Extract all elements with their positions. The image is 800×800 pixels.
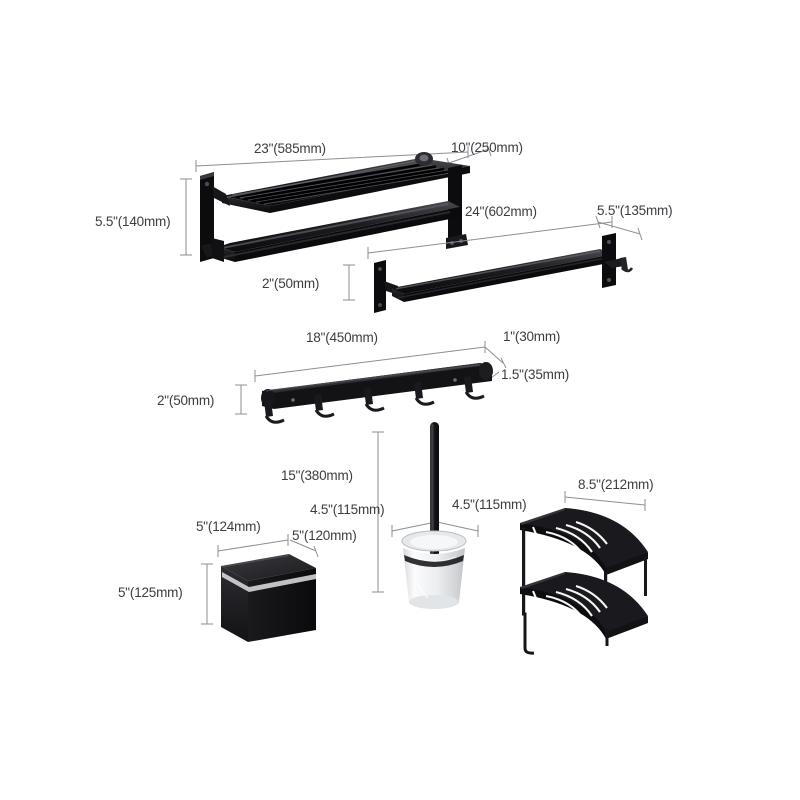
dimension-rail-hook: 1.5"(35mm) (486, 367, 569, 382)
dimension-box-width: 5"(124mm) (196, 519, 289, 557)
dimension-rack-height: 5.5"(140mm) (95, 178, 192, 256)
bar-wall-plate-right (602, 233, 634, 288)
hook-rail-plate (261, 362, 493, 409)
dimension-label-rail-depth: 1"(30mm) (503, 329, 560, 344)
bar-wall-plate-left (374, 260, 386, 313)
brush-holder-cup (401, 530, 467, 609)
rack-support-post-right (415, 152, 468, 249)
dimension-rack-depth: 10"(250mm) (446, 140, 523, 171)
rack-upper-shelf (222, 158, 470, 213)
product-towel-bar: 24"(602mm) 5.5"(135mm) (367, 203, 673, 313)
dimension-label-bar-depth: 5.5"(135mm) (597, 203, 672, 218)
dimension-label-rack-depth: 10"(250mm) (451, 140, 523, 155)
dimension-label-box-depth: 5"(120mm) (292, 528, 357, 543)
list-item (314, 394, 335, 418)
list-item (464, 376, 485, 400)
dimension-label-rail-height: 2"(50mm) (157, 393, 214, 408)
list-item (414, 382, 435, 406)
list-item (264, 400, 285, 424)
rack-lower-bar (212, 201, 460, 262)
product-toilet-brush: 15"(380mm) 4.5"(115mm) 4.5"(115mm) (281, 422, 527, 609)
corner-shelf-tier-lower (520, 572, 648, 639)
dimension-label-rack-height: 5.5"(140mm) (95, 214, 170, 229)
hook-rail-hooks (264, 376, 485, 424)
dimension-brush-width-right: 4.5"(115mm) (436, 497, 527, 537)
tissue-box-body (221, 554, 316, 642)
dimension-rack-offset: 2"(50mm) (262, 264, 355, 301)
dimension-brush-width-left: 4.5"(115mm) (310, 502, 437, 537)
rack-arm-left (212, 186, 230, 206)
product-corner-shelf: 8.5"(212mm) (520, 477, 654, 655)
bar-body (392, 249, 614, 302)
dimension-label-rack-offset: 2"(50mm) (262, 276, 319, 291)
dimension-rack-width: 23"(585mm) (195, 140, 469, 172)
dimension-label-rail-width: 18"(450mm) (306, 330, 378, 345)
rack-wall-plate-left (200, 172, 214, 262)
dimension-brush-height: 15"(380mm) (281, 431, 384, 593)
dimension-label-box-height: 5"(125mm) (118, 585, 183, 600)
dimension-label-bar-width: 24"(602mm) (465, 204, 537, 219)
dimension-shelf-width: 8.5"(212mm) (564, 477, 654, 511)
dimension-label-box-width: 5"(124mm) (196, 519, 261, 534)
dimension-rail-height: 2"(50mm) (157, 384, 247, 415)
dimension-rail-depth: 1"(30mm) (484, 329, 560, 369)
product-tissue-box: 5"(124mm) 5"(120mm) 5"(125mm) (118, 519, 357, 642)
dimension-label-brush-width-left: 4.5"(115mm) (310, 502, 384, 517)
dimension-label-rail-hook: 1.5"(35mm) (501, 367, 569, 382)
list-item (364, 388, 385, 412)
product-hook-rail: 18"(450mm) 1"(30mm) 1.5"(35mm) 2"(50mm) (157, 329, 569, 424)
dimension-label-shelf-width: 8.5"(212mm) (578, 477, 653, 492)
dimension-label-rack-width: 23"(585mm) (254, 141, 326, 156)
dimension-rail-width: 18"(450mm) (254, 329, 486, 382)
dimension-box-height: 5"(125mm) (118, 563, 213, 625)
dimension-label-brush-height: 15"(380mm) (281, 468, 353, 483)
product-towel-rack: 23"(585mm) 10"(250mm) 5.5"(140mm) 2"(50m… (95, 140, 523, 301)
corner-shelf-tier-upper (520, 508, 648, 575)
dimension-label-brush-width-right: 4.5"(115mm) (452, 497, 526, 512)
dimension-bar-width: 24"(602mm) (367, 203, 613, 259)
corner-shelf-hook (522, 612, 535, 655)
dimension-bar-depth: 5.5"(135mm) (595, 203, 673, 241)
dimension-box-depth: 5"(120mm) (289, 528, 357, 558)
